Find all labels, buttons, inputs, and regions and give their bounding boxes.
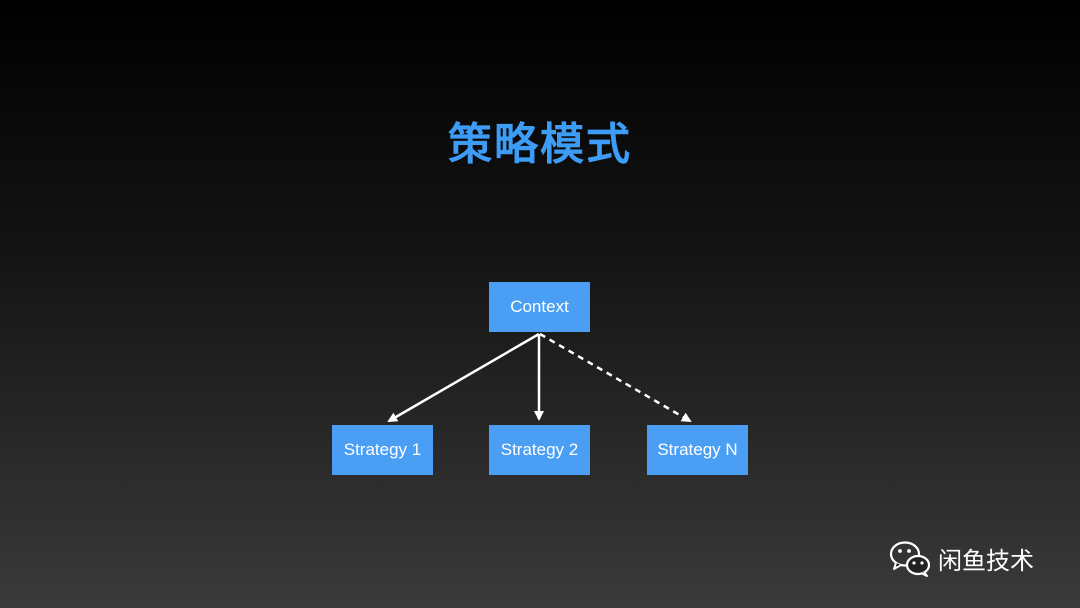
watermark-text: 闲鱼技术: [938, 546, 1034, 575]
slide-title: 策略模式: [448, 119, 632, 170]
node-context: Context: [489, 282, 590, 332]
watermark: 闲鱼技术: [888, 538, 1034, 578]
node-strategy-n: Strategy N: [647, 425, 748, 475]
node-strategy-2: Strategy 2: [489, 425, 590, 475]
edge-context-strategy-n: [539, 332, 692, 423]
edge-context-strategy-1: [387, 332, 540, 423]
wechat-icon: [889, 541, 931, 577]
node-strategy-1: Strategy 1: [332, 425, 433, 475]
